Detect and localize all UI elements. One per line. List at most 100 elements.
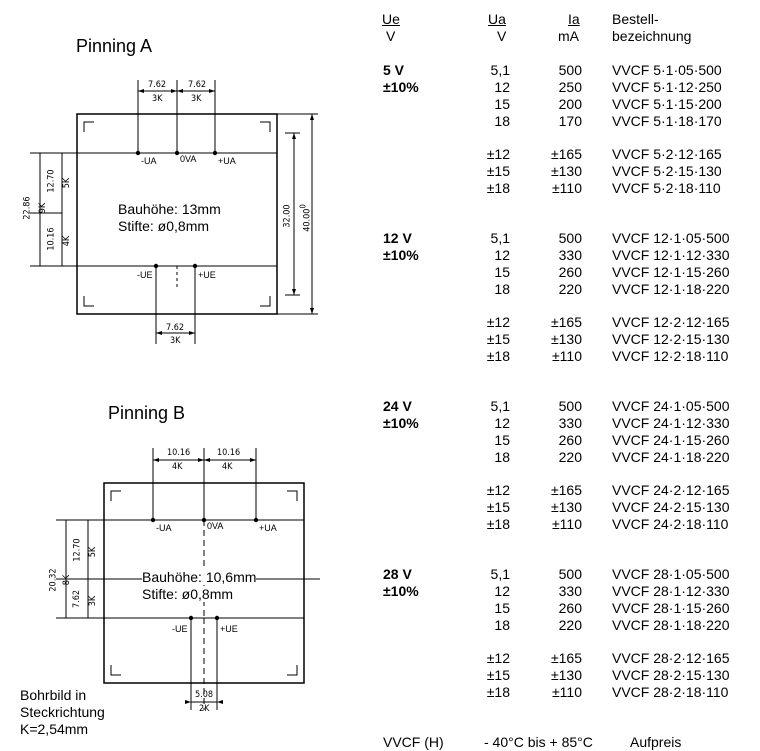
grid-total: 8K <box>62 574 73 586</box>
dim-total: 20.32 <box>48 568 59 592</box>
cell-ia: ±165 <box>550 650 582 666</box>
dim-total: 22.86 <box>22 196 33 220</box>
group-voltage: 24 V <box>383 398 412 414</box>
cell-code: VVCF 24·2·15·130 <box>612 499 730 515</box>
footer-surcharge: Aufpreis <box>630 734 682 750</box>
grid-lower: 3K <box>88 595 99 607</box>
header-ua-unit: V <box>497 28 507 44</box>
grid-lower: 4K <box>62 235 73 247</box>
cell-ua: ±15 <box>486 163 510 179</box>
cell-ia: 330 <box>558 247 582 263</box>
dim-upper: 12.70 <box>46 169 57 193</box>
header-order-line2: bezeichnung <box>612 28 692 44</box>
footer-temperature: - 40°C bis + 85°C <box>484 734 593 750</box>
pinning-a-pins: Stifte: ø0,8mm <box>118 218 210 234</box>
pin-0va <box>174 150 180 156</box>
cell-ua: 5,1 <box>490 566 510 582</box>
cell-code: VVCF 5·2·18·110 <box>612 180 721 196</box>
header-ia-unit: mA <box>558 28 579 44</box>
dim-top-left: 10.16 <box>167 448 191 458</box>
drill-note-line1: Bohrbild in <box>20 687 87 703</box>
dim-inner: 32.00 <box>282 204 293 228</box>
cell-ua: ±12 <box>486 482 510 498</box>
pin-pos-ue <box>192 263 198 269</box>
cell-ua: ±15 <box>486 331 510 347</box>
header-ua: Ua <box>488 11 506 27</box>
grid-upper: 5K <box>62 177 73 189</box>
cell-ia: ±130 <box>550 163 582 179</box>
header-order-line1: Bestell- <box>612 11 659 27</box>
cell-ia: 260 <box>558 600 582 616</box>
footer-model: VVCF (H) <box>383 734 444 750</box>
group-tolerance: ±10% <box>383 415 419 431</box>
cell-ia: ±110 <box>551 684 582 700</box>
cell-ua: 18 <box>494 449 510 465</box>
cell-ia: ±165 <box>550 482 582 498</box>
pin-label-neg-ue: -UE <box>137 270 153 280</box>
pin-pos-ua <box>253 517 259 523</box>
cell-code: VVCF 12·2·12·165 <box>612 314 730 330</box>
cell-ia: ±130 <box>550 667 582 683</box>
grid-bottom: 3K <box>170 336 181 346</box>
pinning-a-height: Bauhöhe: 13mm <box>118 201 221 217</box>
corner-marks <box>83 121 271 307</box>
drill-note-line2: Steckrichtung <box>20 704 105 720</box>
cell-ua: ±15 <box>486 667 510 683</box>
cell-code: VVCF 28·1·18·220 <box>612 617 730 633</box>
cell-code: VVCF 28·1·12·330 <box>612 583 730 599</box>
pin-label-0va: 0VA <box>180 154 197 164</box>
pin-neg-ua <box>135 150 141 156</box>
pin-neg-ua <box>150 517 156 523</box>
group-tolerance: ±10% <box>383 247 419 263</box>
pinning-a-drawing <box>30 80 318 344</box>
group-voltage: 5 V <box>383 62 405 78</box>
group-tolerance: ±10% <box>383 79 419 95</box>
grid-upper: 5K <box>88 546 99 558</box>
cell-code: VVCF 5·2·15·130 <box>612 163 722 179</box>
cell-ia: ±130 <box>550 331 582 347</box>
cell-code: VVCF 5·2·12·165 <box>612 146 722 162</box>
dim-upper: 12.70 <box>72 538 83 562</box>
cell-ia: 260 <box>558 432 582 448</box>
cell-code: VVCF 12·1·12·330 <box>612 247 730 263</box>
cell-code: VVCF 5·1·15·200 <box>612 96 722 112</box>
cell-ua: 18 <box>494 617 510 633</box>
pinning-a-title: Pinning A <box>76 36 153 56</box>
pin-label-pos-ue: +UE <box>220 624 238 634</box>
cell-ia: ±110 <box>551 180 582 196</box>
cell-code: VVCF 5·1·12·250 <box>612 79 722 95</box>
grid-top-left: 4K <box>172 462 183 472</box>
dim-outer: 40.000 <box>298 204 313 232</box>
cell-ia: 330 <box>558 583 582 599</box>
cell-code: VVCF 5·1·05·500 <box>612 62 722 78</box>
cell-code: VVCF 24·2·12·165 <box>612 482 730 498</box>
cell-ia: 220 <box>558 281 582 297</box>
cell-ua: 15 <box>494 432 510 448</box>
pin-label-neg-ua: -UA <box>141 156 157 166</box>
pinning-b-title: Pinning B <box>108 403 186 423</box>
cell-ua: 5,1 <box>490 62 510 78</box>
cell-ia: 500 <box>558 398 582 414</box>
pinning-b-drawing <box>56 448 320 710</box>
header-ue: Ue <box>382 11 400 27</box>
dim-top-right: 10.16 <box>217 448 241 458</box>
dim-top-left: 7.62 <box>148 80 167 90</box>
dim-bottom: 5.08 <box>195 690 214 700</box>
cell-ia: ±110 <box>551 516 582 532</box>
pin-0va <box>201 517 207 523</box>
pin-label-pos-ue: +UE <box>198 270 216 280</box>
corner-marks <box>110 490 298 676</box>
pinning-b-height: Bauhöhe: 10,6mm <box>142 569 257 585</box>
cell-ia: 500 <box>558 62 582 78</box>
pin-label-neg-ua: -UA <box>156 523 172 533</box>
pin-neg-ue <box>153 263 159 269</box>
pin-pos-ua <box>212 150 218 156</box>
cell-code: VVCF 28·1·15·260 <box>612 600 730 616</box>
cell-ua: ±18 <box>486 684 510 700</box>
cell-ua: 12 <box>494 583 510 599</box>
pin-label-pos-ua: +UA <box>218 156 236 166</box>
cell-ua: 15 <box>494 264 510 280</box>
cell-ia: 500 <box>558 230 582 246</box>
grid-total: 9K <box>38 202 49 214</box>
cell-ua: ±12 <box>486 650 510 666</box>
